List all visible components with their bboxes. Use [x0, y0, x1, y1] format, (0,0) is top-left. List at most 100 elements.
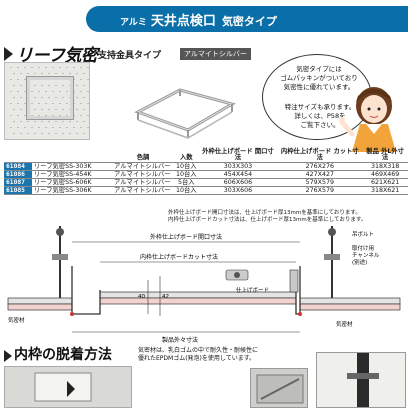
- ceiling-texture-dot: [27, 121, 29, 122]
- label-product: 製品外々寸法: [162, 336, 198, 344]
- ceiling-texture-dot: [55, 73, 57, 74]
- inner-finish-board: [99, 297, 297, 305]
- label-inner: 内枠仕上げボードカット寸法: [140, 253, 218, 261]
- ceiling-texture-dot: [48, 97, 50, 98]
- ceiling-texture-dot: [34, 121, 36, 122]
- cut-cell: 276X276: [277, 161, 363, 170]
- ceiling-texture-dot: [80, 91, 82, 92]
- opening-cell: 303X303: [198, 161, 278, 170]
- cut-cell: 579X579: [277, 177, 363, 186]
- channel-left: [52, 254, 68, 260]
- frame-left: [71, 266, 101, 315]
- ceiling-texture-dot: [62, 85, 64, 86]
- header-code: [4, 146, 32, 162]
- ceiling-texture-dot: [55, 133, 57, 134]
- ceiling-texture-dot: [59, 115, 61, 116]
- ceiling-texture-dot: [62, 109, 64, 110]
- ceiling-texture-dot: [20, 73, 22, 74]
- bubble-line: 気密タイプには: [296, 65, 342, 73]
- ceiling-texture-dot: [87, 139, 89, 140]
- hatch-frame: [27, 77, 73, 119]
- ceiling-texture-dot: [73, 103, 75, 104]
- ceiling-texture-dot: [34, 109, 36, 110]
- section-bullet-icon: [4, 350, 12, 362]
- banner-prefix: アルミ: [120, 18, 147, 28]
- ceiling-texture-dot: [76, 73, 78, 74]
- ceiling-texture-dot: [31, 103, 33, 104]
- ceiling-texture-dot: [59, 103, 61, 104]
- ceiling-board-left: [7, 297, 73, 305]
- ceiling-texture-dot: [10, 115, 12, 116]
- ceiling-texture-dot: [10, 127, 12, 128]
- arrow-icon: [67, 381, 75, 397]
- ceiling-texture-dot: [55, 85, 57, 86]
- ceiling-texture-dot: [17, 103, 19, 104]
- ceiling-texture-dot: [83, 133, 85, 134]
- ceiling-texture-dot: [62, 73, 64, 74]
- color-cell: アルマイトシルバー: [112, 161, 174, 170]
- ceiling-texture-dot: [38, 91, 40, 92]
- product-title: リーフ気密: [16, 46, 98, 66]
- ceiling-texture-dot: [52, 67, 54, 68]
- spec-table: 色調 入数 外枠仕上げボード 開口寸法 内枠仕上げボード カット寸法 製品 外L…: [4, 146, 408, 195]
- header-product: 製品 外L外寸法: [366, 147, 404, 161]
- ceiling-texture-dot: [45, 115, 47, 116]
- bolt-head-right: [328, 228, 336, 236]
- size-cell: 469X469: [362, 169, 408, 178]
- ceiling-texture-dot: [83, 97, 85, 98]
- ceiling-texture-dot: [87, 127, 89, 128]
- ceiling-texture-dot: [31, 67, 33, 68]
- finish-board-right: [299, 303, 401, 311]
- product-name-cell: リーフ気密SS-306K: [32, 185, 112, 195]
- ceiling-texture-dot: [45, 103, 47, 104]
- ceiling-texture-dot: [73, 67, 75, 68]
- ceiling-texture-dot: [83, 73, 85, 74]
- ceiling-texture-dot: [20, 97, 22, 98]
- ceiling-texture-dot: [83, 109, 85, 110]
- table-note: 外枠仕上げボード開口寸法は、仕上げボード厚13mmを基準にしております。 内枠仕…: [168, 210, 406, 224]
- ceiling-board-right: [299, 297, 401, 305]
- ceiling-texture-dot: [41, 109, 43, 110]
- ceiling-texture-dot: [52, 139, 54, 140]
- ceiling-texture-dot: [45, 91, 47, 92]
- cross-section-diagram: 外枠仕上げボード開口寸法 内枠仕上げボードカット寸法 仕上げボード 製品外々寸法…: [7, 226, 401, 344]
- product-name-cell: リーフ気密SS-303K: [32, 161, 112, 170]
- color-cell: アルマイトシルバー: [112, 185, 174, 195]
- ceiling-texture-dot: [24, 127, 26, 128]
- ceiling-texture-dot: [13, 109, 15, 110]
- header-cut: 内枠仕上げボード カット寸法: [280, 147, 359, 161]
- ceiling-texture-dot: [34, 133, 36, 134]
- removal-photo-2: [250, 368, 308, 408]
- ceiling-texture-dot: [87, 67, 89, 68]
- ceiling-texture-dot: [80, 67, 82, 68]
- packing-right: [298, 312, 302, 316]
- ceiling-texture-dot: [48, 85, 50, 86]
- packing-left: [70, 312, 74, 316]
- label-packing-right: 気密材: [336, 320, 353, 328]
- ceiling-texture-dot: [17, 67, 19, 68]
- cut-cell: 276X579: [277, 185, 363, 195]
- ceiling-texture-dot: [69, 133, 71, 134]
- bolt-head-left: [56, 228, 64, 236]
- ceiling-texture-dot: [31, 139, 33, 140]
- ceiling-texture-dot: [10, 79, 12, 80]
- color-cell: アルマイトシルバー: [112, 169, 174, 178]
- ceiling-texture-dot: [87, 103, 89, 104]
- ceiling-texture-dot: [52, 103, 54, 104]
- removal-photo-3: [316, 352, 406, 408]
- finish-badge: アルマイトシルバー: [180, 48, 251, 60]
- ceiling-texture-dot: [55, 121, 57, 122]
- ceiling-texture-dot: [31, 115, 33, 116]
- label-dim-40: 40: [138, 294, 145, 300]
- ceiling-texture-dot: [48, 73, 50, 74]
- header-opening: 外枠仕上げボード 開口寸法: [202, 147, 274, 161]
- ceiling-texture-dot: [38, 139, 40, 140]
- ceiling-texture-dot: [66, 103, 68, 104]
- bubble-line: 気密性に優れています。: [283, 83, 355, 91]
- bottom-section-title: 内枠の脱着方法: [14, 347, 112, 363]
- label-outer: 外枠仕上げボード開口寸法: [150, 233, 222, 241]
- ceiling-texture-dot: [17, 91, 19, 92]
